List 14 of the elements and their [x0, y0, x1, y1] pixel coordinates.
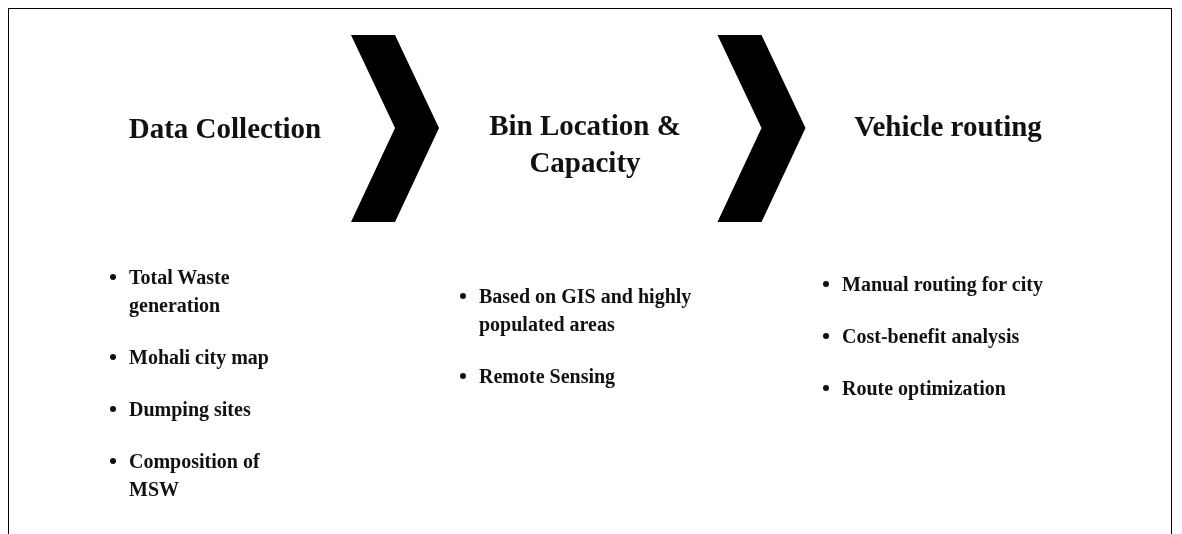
bullet-text: Total Waste generation [129, 266, 230, 316]
bullet-text: Cost-benefit analysis [842, 325, 1020, 347]
bullet-text: Dumping sites [129, 398, 251, 420]
bullet-text: Mohali city map [129, 346, 269, 368]
bullet-text: Remote Sensing [479, 365, 616, 387]
step-heading: Bin Location & Capacity [488, 108, 682, 180]
bullet-text: Route optimization [842, 377, 1006, 399]
step-heading: Data Collection [127, 111, 323, 146]
bullet-text: Manual routing for city [842, 273, 1043, 295]
step-heading: Vehicle routing [853, 109, 1043, 144]
chevron-arrow [351, 35, 439, 222]
chevron-arrow [717, 35, 806, 222]
bullet-text: Based on GIS and highly populated areas [479, 285, 692, 335]
bullet-text: Composition of MSW [129, 450, 260, 500]
